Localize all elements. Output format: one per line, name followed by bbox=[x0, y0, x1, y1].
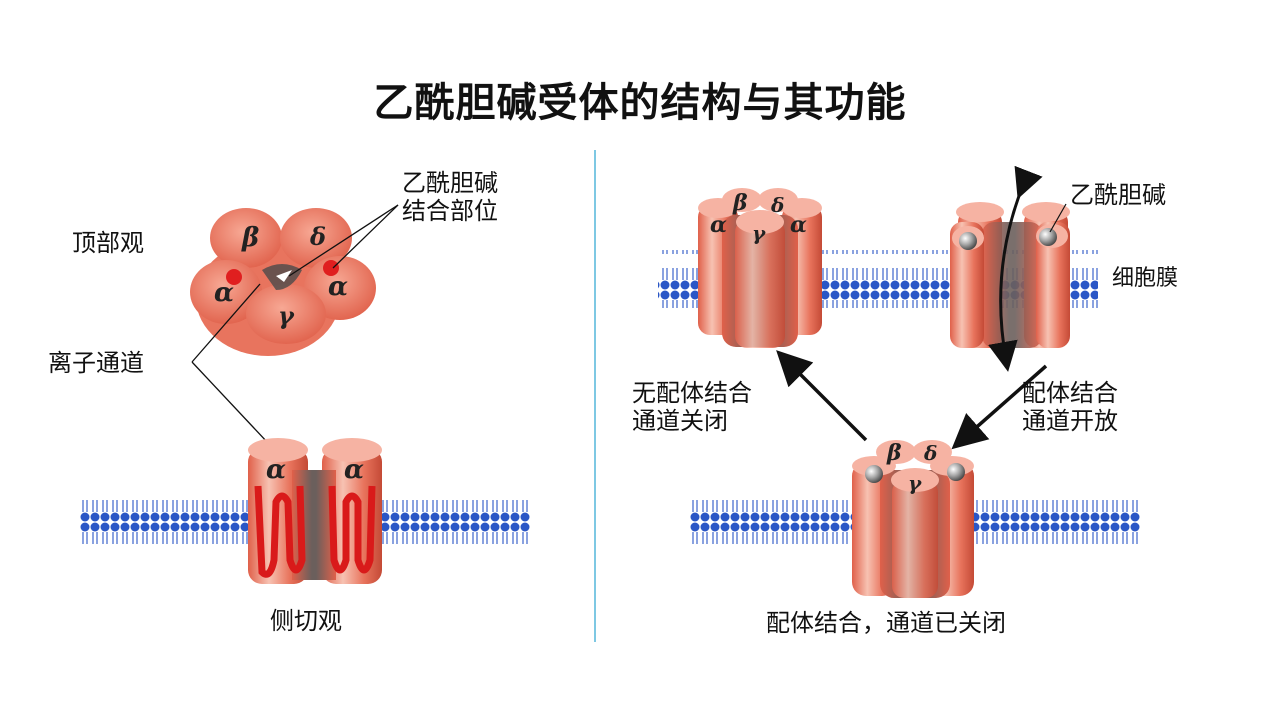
binding-site-right bbox=[323, 260, 339, 276]
label-closed-alpha-left: α bbox=[710, 212, 727, 238]
side-view-receptor: α α bbox=[248, 438, 382, 584]
label-side-alpha-left: α bbox=[266, 455, 286, 485]
label-alpha-left: α bbox=[214, 278, 234, 308]
ach-site-label-line1: 乙酰胆碱 bbox=[402, 169, 498, 197]
bottom-caption: 配体结合，通道已关闭 bbox=[766, 609, 1006, 637]
top-view-receptor: β δ α α γ bbox=[190, 208, 376, 356]
subunit-beta bbox=[210, 208, 282, 268]
ion-flow-arrow bbox=[988, 165, 1043, 372]
no-ligand-label-line1: 无配体结合 bbox=[632, 379, 752, 407]
arrow-to-closed bbox=[776, 350, 868, 442]
top-view-label: 顶部观 bbox=[72, 229, 144, 257]
label-closed-gamma: γ bbox=[752, 221, 766, 245]
ach-site-label-line2: 结合部位 bbox=[402, 197, 498, 225]
receptor-bound-closed: β δ γ bbox=[852, 440, 974, 598]
binding-site-left bbox=[226, 269, 242, 285]
subunit-delta bbox=[280, 208, 352, 268]
label-bound-gamma: γ bbox=[908, 471, 922, 495]
ach-molecule-right bbox=[1039, 228, 1057, 246]
label-beta: β bbox=[241, 223, 259, 253]
subunit-alpha-left bbox=[190, 260, 262, 324]
label-alpha-right: α bbox=[328, 272, 348, 302]
no-ligand-label-line2: 通道关闭 bbox=[632, 407, 728, 435]
leader-lines bbox=[191, 204, 399, 493]
receptor-open-channel bbox=[950, 165, 1070, 372]
arrow-to-bound bbox=[951, 364, 1048, 450]
panel-divider bbox=[594, 150, 596, 642]
membrane-label: 细胞膜 bbox=[1112, 266, 1179, 291]
label-delta: δ bbox=[309, 222, 326, 251]
label-closed-delta: δ bbox=[770, 193, 784, 217]
page-title: 乙酰胆碱受体的结构与其功能 bbox=[373, 80, 907, 126]
label-closed-beta: β bbox=[732, 190, 748, 216]
receptor-no-ligand: β δ α γ α bbox=[698, 188, 822, 348]
label-side-alpha-right: α bbox=[344, 455, 364, 485]
label-bound-beta: β bbox=[886, 440, 902, 466]
ach-label: 乙酰胆碱 bbox=[1070, 181, 1166, 209]
label-gamma: γ bbox=[278, 301, 295, 330]
ach-molecule-left bbox=[959, 232, 977, 250]
subunit-gamma bbox=[246, 284, 326, 344]
ligand-label-line1: 配体结合 bbox=[1022, 379, 1118, 407]
ion-channel-label: 离子通道 bbox=[48, 349, 144, 377]
side-view-label: 侧切观 bbox=[270, 607, 342, 635]
ach-leader-line bbox=[1049, 203, 1067, 233]
label-bound-delta: δ bbox=[923, 441, 937, 465]
label-closed-alpha-right: α bbox=[790, 212, 807, 238]
ligand-label-line2: 通道开放 bbox=[1022, 407, 1118, 435]
